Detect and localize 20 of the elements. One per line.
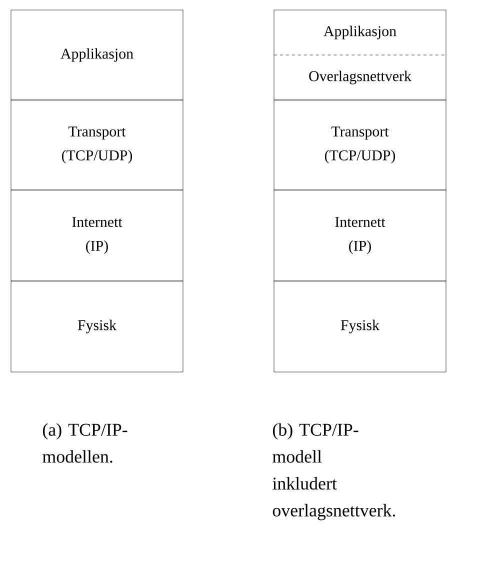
layer-label: Overlagsnettverk [309, 70, 412, 84]
subfigure-caption: (a) TCP/IP-modellen. [42, 423, 128, 463]
layer-label: Internett (IP) [72, 217, 122, 254]
layer-box [10, 190, 184, 282]
layer-box [10, 100, 184, 190]
layer-box [274, 10, 446, 56]
layer-box [10, 10, 184, 100]
layer-box [274, 54, 446, 100]
layer-box [10, 280, 184, 372]
subfigure-caption: (b) TCP/IP-modell inkludert overlagsnettverk. [272, 423, 396, 520]
layer-box [274, 100, 446, 190]
layer-label: Transport (TCP/UDP) [324, 126, 396, 164]
layer-box [274, 280, 446, 372]
layer-label: Applikasjon [60, 48, 134, 62]
layer-label: Fysisk [340, 320, 380, 334]
layer-label: Internett (IP) [335, 217, 386, 254]
layer-label: Transport (TCP/UDP) [62, 126, 132, 164]
layer-label: Fysisk [78, 320, 116, 334]
layer-box [274, 190, 446, 282]
layer-label: Applikasjon [324, 26, 396, 40]
